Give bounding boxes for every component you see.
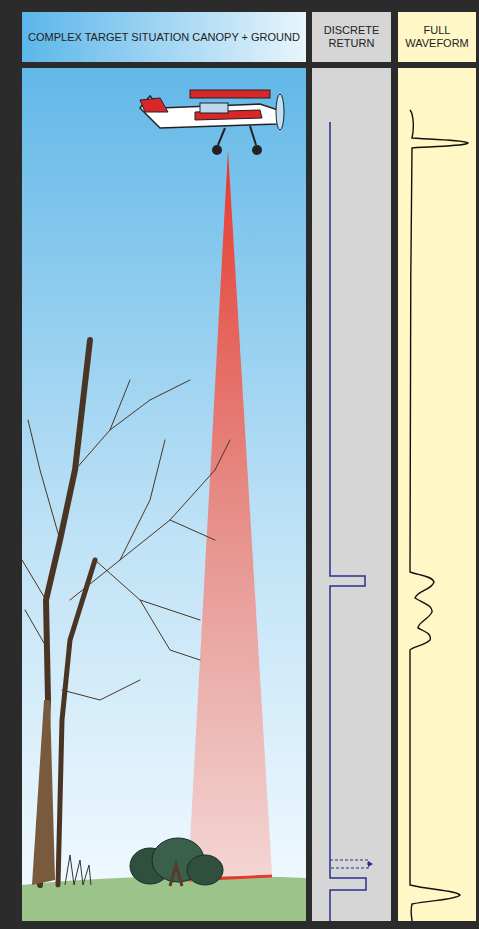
bush xyxy=(130,838,223,886)
discrete-trace xyxy=(330,122,366,921)
header-band: FULL WAVEFORM xyxy=(398,12,476,62)
header-label: FULL WAVEFORM xyxy=(401,24,473,50)
airplane xyxy=(140,90,284,155)
discrete-trace-dashed xyxy=(330,860,368,868)
header-label: COMPLEX TARGET SITUATION CANOPY + GROUND xyxy=(28,31,300,44)
tree xyxy=(22,340,230,885)
tree-trunk xyxy=(32,700,55,885)
header-label: DISCRETE RETURN xyxy=(315,24,388,50)
waveform-trace xyxy=(410,110,468,921)
waveform-panel xyxy=(398,68,476,921)
sky xyxy=(22,68,306,921)
header-band: COMPLEX TARGET SITUATION CANOPY + GROUND xyxy=(22,12,306,62)
laser-beam xyxy=(188,150,272,878)
header-band: DISCRETE RETURN xyxy=(312,12,391,62)
ground xyxy=(22,876,306,921)
arrow-tip xyxy=(368,861,373,867)
grass xyxy=(65,855,91,885)
discrete-panel xyxy=(312,68,391,921)
